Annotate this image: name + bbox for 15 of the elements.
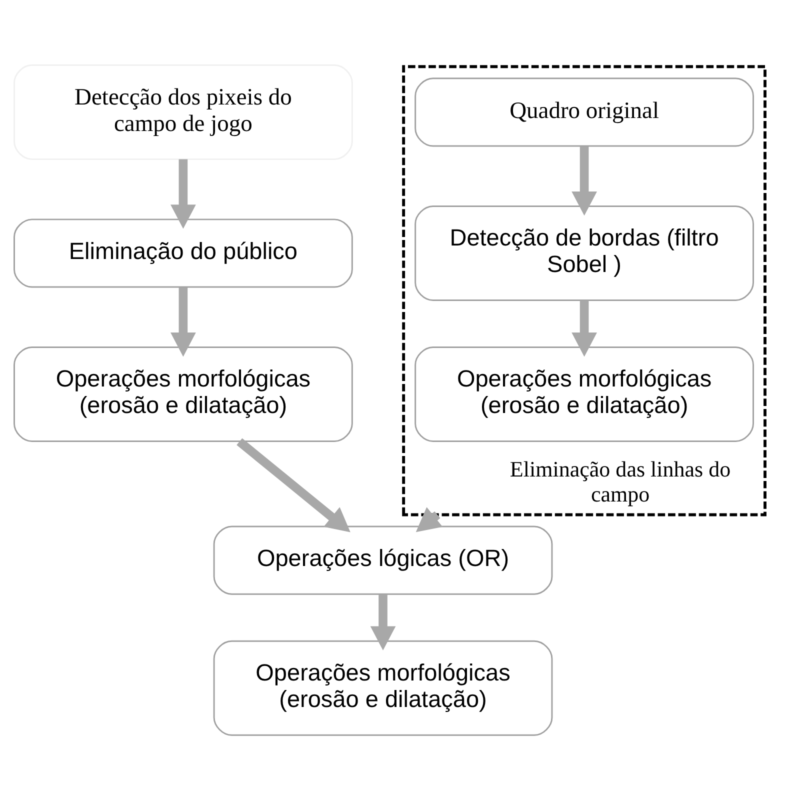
node-box: Operações morfológicas (erosão e dilatação) (213, 640, 553, 736)
node-box: Operações morfológicas (erosão e dilatação) (14, 346, 353, 442)
node-box: Operações morfológicas (erosão e dilatação) (414, 346, 754, 442)
arrow (236, 438, 350, 532)
node-box: Quadro original (414, 77, 754, 146)
node-box: Operações lógicas (OR) (213, 525, 553, 594)
arrow (170, 286, 196, 356)
node-box: Eliminação do público (14, 218, 353, 288)
node-box: Detecção dos pixeis do campo de jogo (14, 64, 353, 160)
arrow (572, 300, 597, 356)
node-box: Detecção de bordas (filtro Sobel ) (414, 204, 754, 300)
arrow (170, 158, 196, 228)
arrow (572, 146, 597, 216)
arrow (416, 506, 443, 532)
arrow (370, 594, 396, 650)
